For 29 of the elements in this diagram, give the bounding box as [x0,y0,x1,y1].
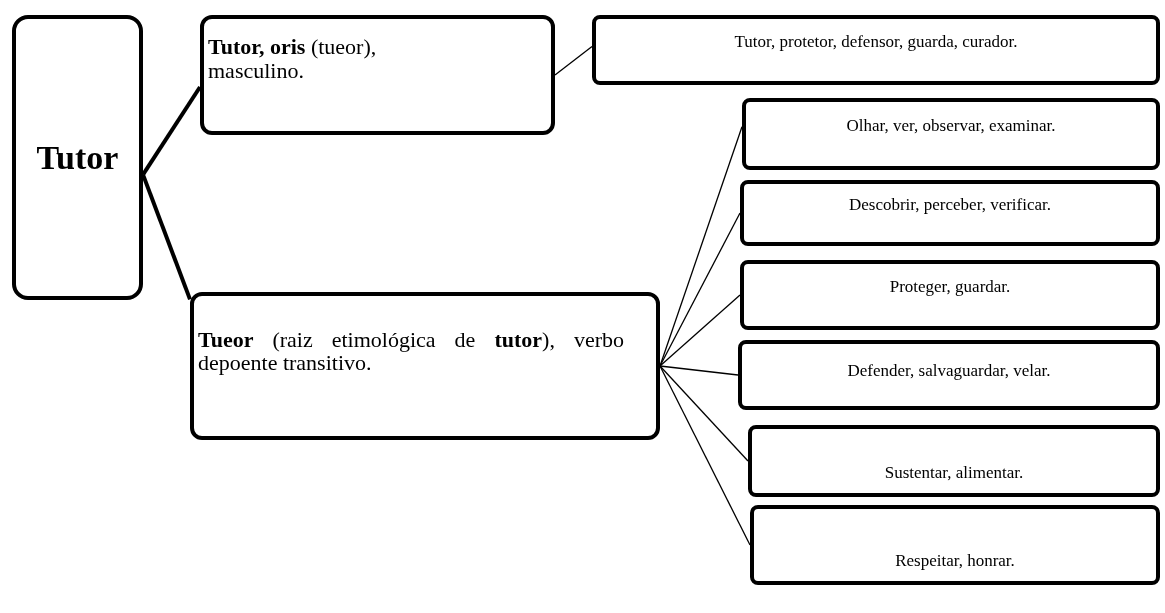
definition-box [190,292,660,440]
connector-line [659,365,749,462]
connector-line [141,85,202,176]
connector-line [659,365,739,376]
root-word-box [12,15,143,300]
meaning-box [740,180,1160,246]
node-text: Tutor, protetor, defensor, guarda, curador. [733,31,1019,54]
node-text: Tutor, oris (tueor), masculino. [208,35,378,84]
connector-line [659,294,741,367]
connector-line [554,45,593,76]
meaning-box [738,340,1160,410]
connector-line [659,212,741,367]
node-text: Proteger, guardar. [888,276,1012,299]
node-text: Descobrir, perceber, verificar. [847,194,1053,217]
meaning-box [740,260,1160,330]
meaning-box [748,425,1160,497]
node-text: Sustentar, alimentar. [883,462,1025,485]
node-text: Olhar, ver, observar, examinar. [845,115,1057,138]
meaning-box [742,98,1160,170]
node-text: Tueor (raiz etimológica de tutor), verbo depoente transitivo. [198,328,624,375]
node-text: Tutor [35,138,120,178]
connector-line [141,173,192,301]
node-text: Defender, salvaguardar, velar. [846,360,1052,383]
definition-box [200,15,555,135]
connector-line [659,365,751,546]
connector-line [659,126,743,367]
node-text: Respeitar, honrar. [894,550,1016,573]
meaning-box [750,505,1160,585]
meaning-box [592,15,1160,85]
